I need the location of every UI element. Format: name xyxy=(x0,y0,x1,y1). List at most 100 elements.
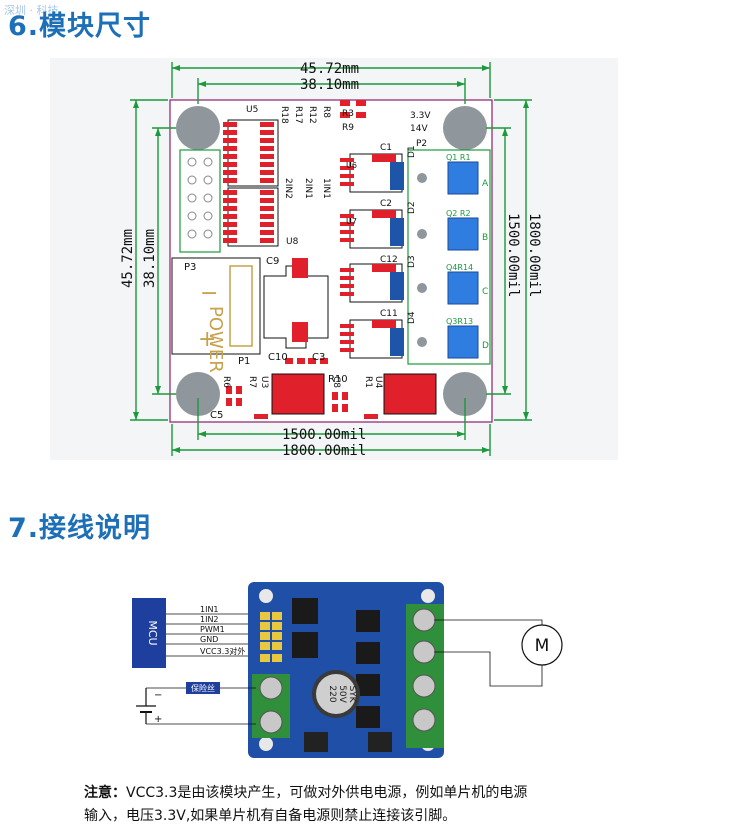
fuse-box xyxy=(186,682,220,694)
label-1in1: 1IN1 xyxy=(321,178,331,199)
small-pads xyxy=(226,100,378,419)
label-power: POWER xyxy=(205,306,226,373)
mount-hole-tr xyxy=(443,106,487,150)
label-c10: C10 xyxy=(268,352,288,363)
ic-u8 xyxy=(223,187,279,247)
chip-u2 xyxy=(356,706,380,728)
watermark: 深圳 · 科技 xyxy=(4,4,59,17)
terminal-blocks-right xyxy=(406,604,444,748)
pin-label-vcc: VCC3.3对外 xyxy=(200,646,245,656)
label-p2: P2 xyxy=(416,139,427,149)
cap-text-220: 220 xyxy=(327,685,337,702)
label-r18: R18 xyxy=(279,106,289,124)
regulator-u3 xyxy=(271,373,325,415)
terminal-block-power xyxy=(252,674,290,738)
note-label: 注意： xyxy=(84,785,126,801)
battery-minus: − xyxy=(154,690,162,701)
pin-label-1in1: 1IN1 xyxy=(200,605,219,614)
mount-hole-br xyxy=(443,372,487,416)
label-d4: D4 xyxy=(407,311,417,324)
label-2in2: 2IN2 xyxy=(283,178,293,199)
label-pb: B xyxy=(482,233,488,243)
label-2in1: 2IN1 xyxy=(303,178,313,199)
label-q1: Q1 R1 xyxy=(446,153,471,162)
cap-text-50v: 50V xyxy=(337,685,347,703)
battery-plus: + xyxy=(154,714,162,725)
chip-u1 xyxy=(356,674,380,696)
label-c1: C1 xyxy=(380,143,392,153)
module-board xyxy=(248,582,444,758)
label-r3: R3 xyxy=(342,109,354,119)
label-u4: U4 xyxy=(373,376,383,389)
label-p3: P3 xyxy=(184,262,196,273)
chip-u7 xyxy=(356,642,380,664)
note-line1: VCC3.3是由该模块产生，可做对外供电电源，例如单片机的电源 xyxy=(126,785,528,801)
pin-label-gnd: GND xyxy=(200,635,218,644)
dim-top-outer: 45.72mm xyxy=(300,61,359,77)
label-u3: U3 xyxy=(259,376,269,388)
label-pd: D xyxy=(482,341,489,351)
dim-left-outer: 45.72mm xyxy=(120,229,136,288)
ic-u5 xyxy=(223,119,279,187)
label-minus: − xyxy=(200,281,218,306)
label-r6: R6 xyxy=(221,376,231,388)
label-u6: U6 xyxy=(346,161,357,170)
board-hole-tl xyxy=(259,589,273,603)
label-q2: Q2 R2 xyxy=(446,209,471,218)
mount-hole-bl xyxy=(176,372,220,416)
label-plus: + xyxy=(198,327,216,352)
fuse-label: 保险丝 xyxy=(191,683,215,693)
wiring-diagram: MCU 1IN1 1IN2 PWM1 GND VCC3.3对外 220 50V xyxy=(132,582,563,758)
note-line2: 输入，电压3.3V,如果单片机有自备电源则禁止连接该引脚。 xyxy=(84,808,457,824)
pin-labels: 1IN1 1IN2 PWM1 GND VCC3.3对外 xyxy=(200,605,245,656)
dim-top-inner: 38.10mm xyxy=(300,77,359,93)
label-u7: U7 xyxy=(346,217,357,226)
mcu-label: MCU xyxy=(146,620,159,645)
pin-label-pwm1: PWM1 xyxy=(200,625,225,634)
board-hole-tr xyxy=(421,589,435,603)
dim-right-inner: 1500.00mil xyxy=(505,213,521,297)
label-r7: R7 xyxy=(247,376,257,388)
board-outline xyxy=(169,99,493,423)
battery-symbol xyxy=(136,688,156,724)
mount-hole-tl xyxy=(176,106,220,150)
label-q3: Q3R13 xyxy=(446,317,473,326)
label-c11: C11 xyxy=(380,309,398,319)
section6-title: 6.模块尺寸 xyxy=(8,11,152,42)
label-3v3: 3.3V xyxy=(410,111,431,121)
board-regulator-2 xyxy=(368,732,392,752)
dimension-drawing: 45.72mm 38.10mm 45.72mm 38.10mm 1500.00m… xyxy=(50,58,618,460)
dimension-arrows xyxy=(133,65,529,453)
chip-u8 xyxy=(292,632,318,658)
label-pa: A xyxy=(482,179,489,189)
label-c9: C9 xyxy=(266,256,279,267)
capacitor-text: 220 50V SYK xyxy=(327,685,357,703)
chip-u5 xyxy=(292,598,318,624)
chip-u6 xyxy=(356,610,380,632)
header-pins xyxy=(260,612,282,662)
label-u8: U8 xyxy=(286,237,299,247)
label-p1: P1 xyxy=(238,356,250,367)
label-r8: R8 xyxy=(321,106,331,118)
label-c12: C12 xyxy=(380,255,398,265)
label-r9: R9 xyxy=(342,123,354,133)
label-d2: D2 xyxy=(407,201,417,214)
label-c2: C2 xyxy=(380,199,392,209)
capacitor-c9 xyxy=(263,258,329,349)
mcu-box xyxy=(132,598,166,668)
board-regulator-1 xyxy=(304,732,328,752)
dim-right-outer: 1800.00mil xyxy=(526,213,542,297)
label-c8: C8 xyxy=(331,376,341,388)
label-pc: C xyxy=(482,287,488,297)
note: 注意：VCC3.3是由该模块产生，可做对外供电电源，例如单片机的电源 输入，电压… xyxy=(84,782,644,828)
label-q4: Q4R14 xyxy=(446,263,473,272)
dim-left-inner: 38.10mm xyxy=(142,229,158,288)
motor-symbol xyxy=(521,624,563,666)
dimension-lines xyxy=(130,62,532,456)
driver-rows xyxy=(340,153,404,359)
label-r17: R17 xyxy=(293,106,303,124)
cap-text-syk: SYK xyxy=(347,685,357,703)
power-connector-p3 xyxy=(171,257,261,355)
pin-label-1in2: 1IN2 xyxy=(200,615,219,624)
output-terminals xyxy=(407,149,491,365)
